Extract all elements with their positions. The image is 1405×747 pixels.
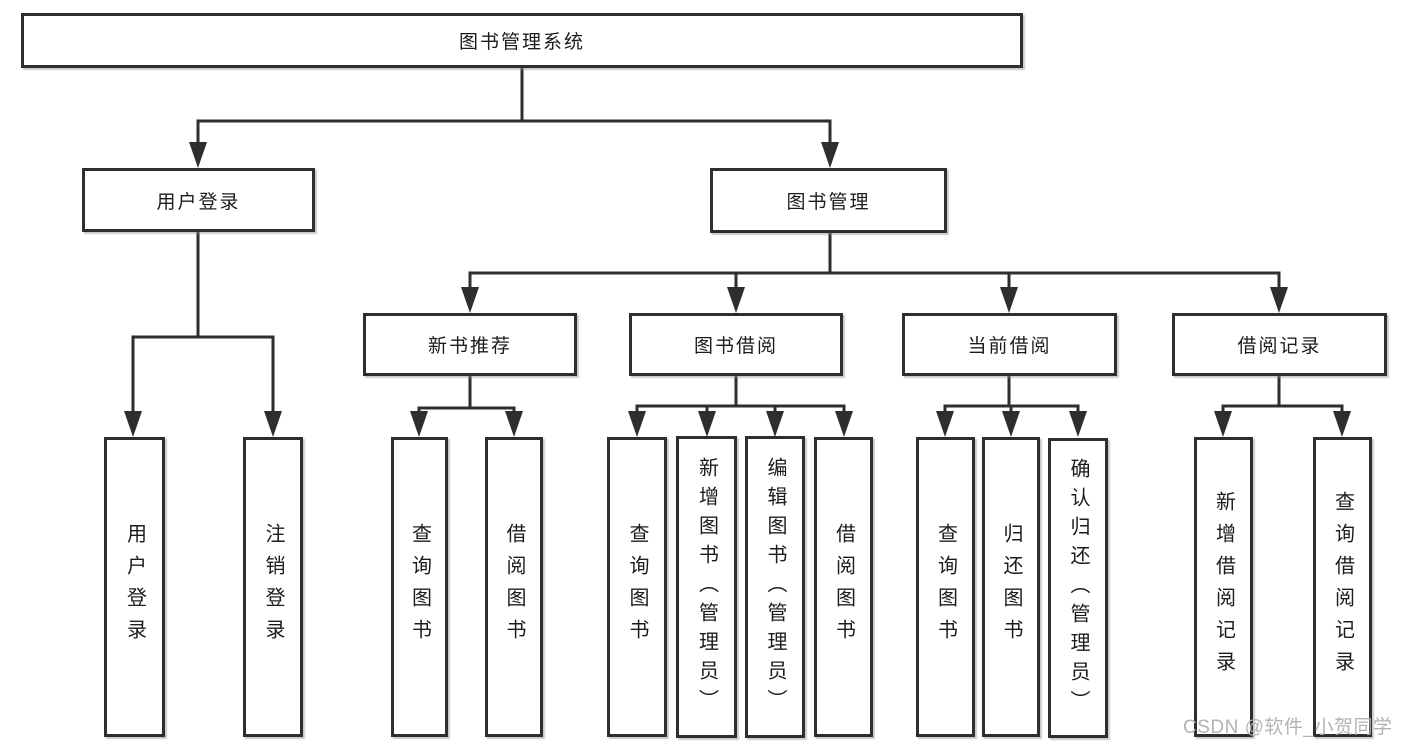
node-borrow-books-recommend-label: 借阅图书 (503, 523, 525, 651)
node-add-books-admin: 新增图书（管理员） (676, 436, 737, 738)
node-query-books-recommend: 查询图书 (391, 437, 448, 737)
arrowhead-icons (124, 142, 1351, 437)
node-book-management: 图书管理 (710, 168, 947, 233)
csdn-watermark: CSDN @软件_小贺同学 (1183, 717, 1393, 738)
node-borrow-books-recommend: 借阅图书 (485, 437, 543, 737)
node-add-borrow-record: 新增借阅记录 (1194, 437, 1253, 737)
node-query-books-borrowing-label: 查询图书 (626, 523, 648, 651)
node-borrow-books-borrowing: 借阅图书 (814, 437, 873, 737)
node-book-borrowing-label: 图书借阅 (693, 336, 778, 357)
node-user-login-label: 用户登录 (156, 191, 241, 213)
node-borrowing-records-label: 借阅记录 (1237, 336, 1322, 357)
node-query-books-current: 查询图书 (916, 437, 975, 737)
node-book-management-label: 图书管理 (786, 192, 871, 213)
node-query-borrow-record: 查询借阅记录 (1313, 437, 1372, 737)
node-edit-books-admin-label: 编辑图书（管理员） (764, 456, 786, 718)
node-current-borrowing-label: 当前借阅 (967, 336, 1052, 357)
node-confirm-return-admin: 确认归还（管理员） (1048, 438, 1108, 738)
node-new-book-recommend: 新书推荐 (363, 313, 577, 376)
node-login: 用户登录 (104, 437, 165, 737)
node-login-label: 用户登录 (123, 523, 146, 651)
node-add-books-admin-label: 新增图书（管理员） (695, 456, 718, 718)
node-logout-label: 注销登录 (262, 523, 284, 651)
node-borrowing-records: 借阅记录 (1172, 313, 1387, 376)
node-query-borrow-record-label: 查询借阅记录 (1331, 491, 1354, 683)
node-book-borrowing: 图书借阅 (629, 313, 843, 376)
node-user-login: 用户登录 (82, 168, 315, 232)
node-query-books-borrowing: 查询图书 (607, 437, 667, 737)
node-current-borrowing: 当前借阅 (902, 313, 1117, 376)
node-logout: 注销登录 (243, 437, 303, 737)
node-root-label: 图书管理系统 (458, 32, 585, 53)
node-edit-books-admin: 编辑图书（管理员） (745, 436, 805, 738)
node-root: 图书管理系统 (21, 13, 1023, 68)
node-borrow-books-borrowing-label: 借阅图书 (832, 523, 855, 651)
node-return-books-label: 归还图书 (1000, 523, 1022, 651)
node-return-books: 归还图书 (982, 437, 1040, 737)
node-new-book-recommend-label: 新书推荐 (427, 336, 512, 357)
node-confirm-return-admin-label: 确认归还（管理员） (1067, 457, 1089, 719)
node-query-books-recommend-label: 查询图书 (408, 523, 431, 651)
node-query-books-current-label: 查询图书 (934, 523, 957, 651)
node-add-borrow-record-label: 新增借阅记录 (1212, 491, 1235, 683)
